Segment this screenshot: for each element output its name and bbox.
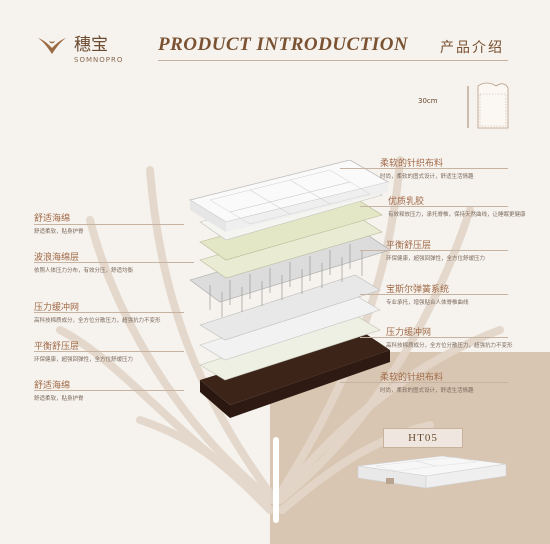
right-label-6-title: 柔软的针织布料	[380, 373, 444, 383]
page-title-cn: 产品介绍	[440, 40, 504, 56]
leader-line	[340, 168, 508, 169]
title-divider	[158, 60, 508, 61]
left-label-1: 舒适海绵 舒适柔软，贴身护脊	[34, 211, 84, 236]
left-label-5-title: 舒适海绵	[34, 381, 71, 391]
leader-line	[340, 382, 508, 383]
right-label-4: 宝斯尔弹簧系统 专业承托，增强贴合人体脊椎曲线	[386, 282, 469, 307]
left-label-2-desc: 依照人体压力分布，有效分压，舒适均衡	[34, 268, 134, 274]
mattress-layers-illustration	[188, 160, 390, 418]
leader-line	[34, 390, 184, 391]
brand-emblem-icon	[38, 38, 66, 54]
right-label-2-desc: 有效释放压力，承托脊椎，保持天然曲线，让睡眠更健康	[388, 212, 526, 218]
left-label-3-title: 压力缓冲网	[34, 303, 80, 313]
right-label-6-desc: 时尚，柔软的图式设计，舒适生活情趣	[380, 388, 474, 394]
right-label-1-desc: 时尚，柔软的图式设计，舒适生活情趣	[380, 174, 474, 180]
left-label-3: 压力缓冲网 高科技棉质成分，全方位分散压力，超强抗力不变形	[34, 300, 161, 325]
right-label-5-desc: 高科技棉质成分，全方位分散压力，超强抗力不变形	[386, 343, 513, 349]
brand-name-en: SOMNOPRO	[74, 56, 124, 64]
right-label-4-desc: 专业承托，增强贴合人体脊椎曲线	[386, 300, 469, 306]
leader-line	[360, 294, 508, 295]
leader-line	[360, 250, 508, 251]
brand-logo: 穗宝 SOMNOPRO	[36, 34, 122, 64]
right-label-6: 柔软的针织布料 时尚，柔软的图式设计，舒适生活情趣	[380, 370, 474, 395]
page-title: PRODUCT INTRODUCTION	[158, 34, 409, 55]
right-label-4-title: 宝斯尔弹簧系统	[386, 285, 450, 295]
right-label-3: 平衡舒压层 环保健康，超强回弹性，全方位舒缓压力	[386, 238, 485, 263]
left-label-5: 舒适海绵 舒适柔软，贴身护脊	[34, 378, 84, 403]
left-label-4: 平衡舒压层 环保健康，超强回弹性，全方位舒缓压力	[34, 339, 133, 364]
right-label-3-desc: 环保健康，超强回弹性，全方位舒缓压力	[386, 256, 486, 262]
right-label-5: 压力缓冲网 高科技棉质成分，全方位分散压力，超强抗力不变形	[386, 325, 513, 350]
thickness-label: 30cm	[418, 97, 438, 105]
model-badge: HT05	[383, 428, 463, 448]
leader-line	[360, 337, 508, 338]
leader-line	[34, 351, 184, 352]
right-label-3-title: 平衡舒压层	[386, 241, 432, 251]
left-label-4-desc: 环保健康，超强回弹性，全方位舒缓压力	[34, 357, 134, 363]
leader-line	[34, 224, 184, 225]
thickness-diagram	[467, 82, 509, 129]
brand-name-cn: 穗宝	[74, 35, 108, 55]
leader-line	[34, 312, 184, 313]
leader-line	[34, 262, 194, 263]
left-label-4-title: 平衡舒压层	[34, 342, 80, 352]
right-label-2-title: 优质乳胶	[388, 197, 425, 207]
left-label-2: 波浪海绵层 依照人体压力分布，有效分压，舒适均衡	[34, 250, 133, 275]
right-label-5-title: 压力缓冲网	[386, 328, 432, 338]
left-label-1-desc: 舒适柔软，贴身护脊	[34, 229, 84, 235]
mattress-product-image	[357, 455, 507, 489]
left-label-3-desc: 高科技棉质成分，全方位分散压力，超强抗力不变形	[34, 318, 161, 324]
leader-line	[360, 206, 508, 207]
right-label-2: 优质乳胶 有效释放压力，承托脊椎，保持天然曲线，让睡眠更健康	[388, 194, 526, 219]
left-label-1-title: 舒适海绵	[34, 214, 71, 224]
right-label-1: 柔软的针织布料 时尚，柔软的图式设计，舒适生活情趣	[380, 156, 474, 181]
left-label-5-desc: 舒适柔软，贴身护脊	[34, 396, 84, 402]
right-label-1-title: 柔软的针织布料	[380, 159, 444, 169]
left-label-2-title: 波浪海绵层	[34, 253, 80, 263]
